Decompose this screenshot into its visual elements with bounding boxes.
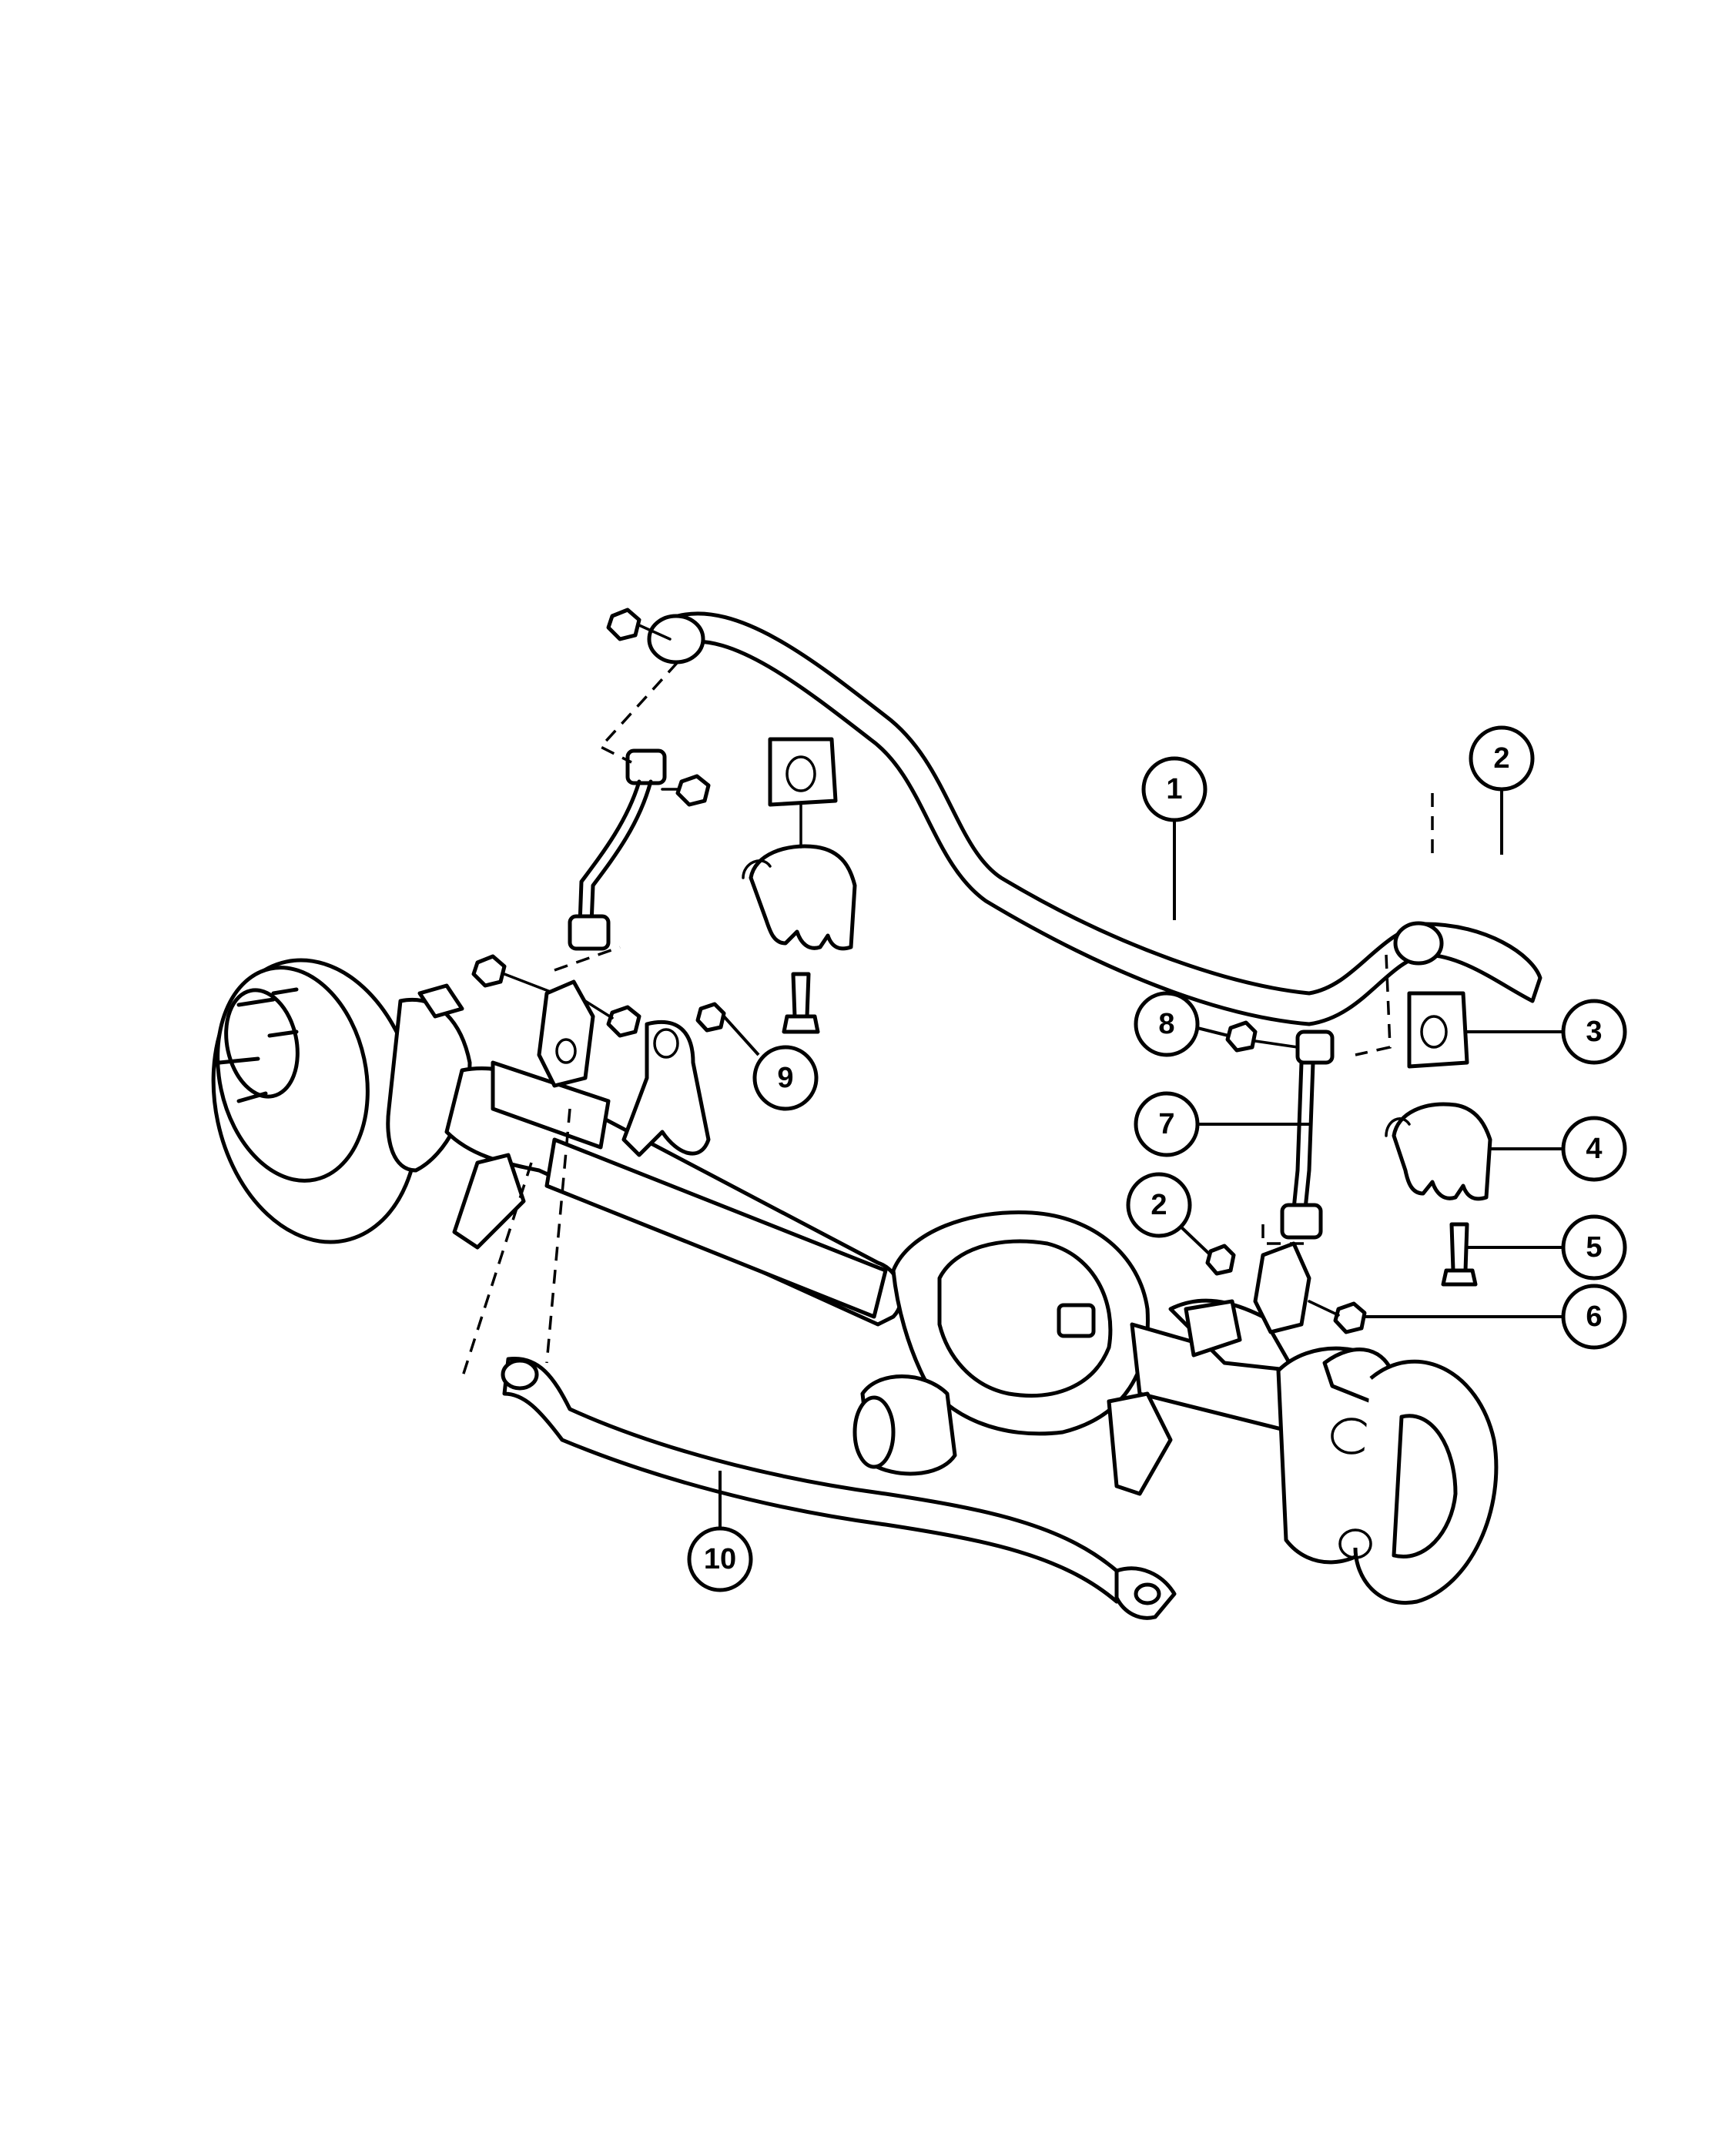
callout-3-label: 3 <box>1586 1016 1602 1048</box>
callout-8: 8 <box>1134 991 1200 1057</box>
callout-6: 6 <box>1561 1284 1627 1350</box>
callout-1-label: 1 <box>1166 773 1182 805</box>
callout-6-label: 6 <box>1586 1301 1602 1333</box>
callout-7: 7 <box>1134 1091 1200 1157</box>
callout-2-lower: 2 <box>1126 1172 1192 1238</box>
callout-2-top: 2 <box>1469 725 1535 792</box>
left-bushing-clamp <box>742 737 857 1034</box>
callout-3: 3 <box>1561 999 1627 1065</box>
callout-5-label: 5 <box>1586 1231 1602 1264</box>
callout-2-top-label: 2 <box>1493 742 1509 775</box>
callout-1: 1 <box>1141 756 1208 822</box>
left-stabilizer-link <box>554 661 679 972</box>
callout-4: 4 <box>1561 1116 1627 1182</box>
callout-9-label: 9 <box>777 1062 793 1094</box>
callout-7-label: 7 <box>1158 1108 1174 1140</box>
track-bar <box>461 1108 1177 1620</box>
callout-2-lower-label: 2 <box>1151 1189 1167 1221</box>
left-fasteners <box>471 608 726 1038</box>
right-fasteners <box>1205 1244 1367 1334</box>
callout-5: 5 <box>1561 1214 1627 1281</box>
callout-8-label: 8 <box>1158 1008 1174 1040</box>
front-axle-assembly <box>211 958 1499 1605</box>
callout-leaders <box>718 789 1563 1528</box>
stabilizer-bar <box>647 611 1542 1026</box>
callout-10: 10 <box>687 1526 753 1592</box>
callout-9: 9 <box>752 1045 819 1111</box>
callout-4-label: 4 <box>1586 1133 1602 1165</box>
callout-10-label: 10 <box>704 1543 736 1575</box>
right-bushing-clamp <box>1385 991 1492 1287</box>
right-stabilizer-link <box>1225 793 1434 1245</box>
